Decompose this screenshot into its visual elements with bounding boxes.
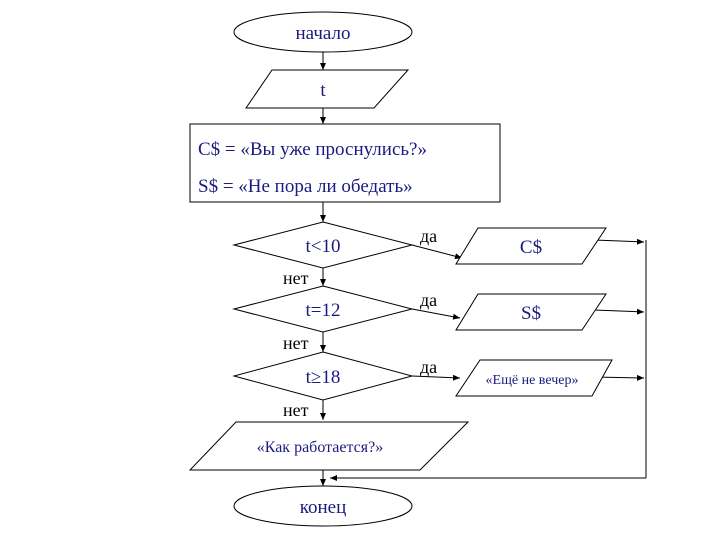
out-evening-node: «Ещё не вечер» xyxy=(455,359,613,397)
out-s-node: S$ xyxy=(455,293,607,331)
out-s-parallelogram xyxy=(455,293,607,331)
connector-yes1 xyxy=(411,244,463,260)
cond1-diamond xyxy=(232,221,414,269)
out-work-parallelogram xyxy=(188,421,470,471)
input-parallelogram xyxy=(245,69,410,109)
end-oval xyxy=(233,485,413,527)
end-node: конец xyxy=(233,485,413,527)
out-c-node: C$ xyxy=(455,227,607,265)
out-c-label: C$ xyxy=(520,237,542,258)
connector-outs-bus xyxy=(593,308,645,315)
cond2-label: t=12 xyxy=(306,300,341,321)
out-evening-label: «Ещё не вечер» xyxy=(486,373,579,388)
connector-outc-bus xyxy=(593,238,645,245)
assign-node: C$ = «Вы уже проснулись?» S$ = «Не пора … xyxy=(189,123,501,203)
cond1-node: t<10 xyxy=(232,221,414,269)
assign-rect xyxy=(189,123,501,203)
cond2-diamond xyxy=(232,285,414,333)
start-oval xyxy=(233,11,413,53)
cond3-node: t≥18 xyxy=(232,351,414,401)
edge-no3-label: нет xyxy=(283,400,309,420)
out-work-label: «Как работается?» xyxy=(257,439,384,456)
cond1-label: t<10 xyxy=(306,236,341,257)
edge-yes3-label: да xyxy=(420,357,437,377)
connector-yes3 xyxy=(411,374,461,381)
out-c-parallelogram xyxy=(455,227,607,265)
connector-yes2 xyxy=(411,308,461,320)
end-label: конец xyxy=(300,497,347,518)
edge-yes1-label: да xyxy=(420,226,437,246)
out-evening-parallelogram xyxy=(455,359,613,397)
out-s-label: S$ xyxy=(521,303,541,324)
start-label: начало xyxy=(296,23,351,44)
cond3-label: t≥18 xyxy=(306,367,341,388)
edge-yes2-label: да xyxy=(420,290,437,310)
cond2-node: t=12 xyxy=(232,285,414,333)
connectors xyxy=(320,52,647,486)
cond3-diamond xyxy=(232,351,414,401)
out-work-node: «Как работается?» xyxy=(188,421,470,471)
edge-no1-label: нет xyxy=(283,268,309,288)
start-node: начало xyxy=(233,11,413,53)
assign-c-label: C$ = «Вы уже проснулись?» xyxy=(198,139,427,160)
edge-no2-label: нет xyxy=(283,333,309,353)
input-node: t xyxy=(245,69,410,109)
assign-s-label: S$ = «Не пора ли обедать» xyxy=(198,176,413,197)
input-label: t xyxy=(320,80,326,101)
